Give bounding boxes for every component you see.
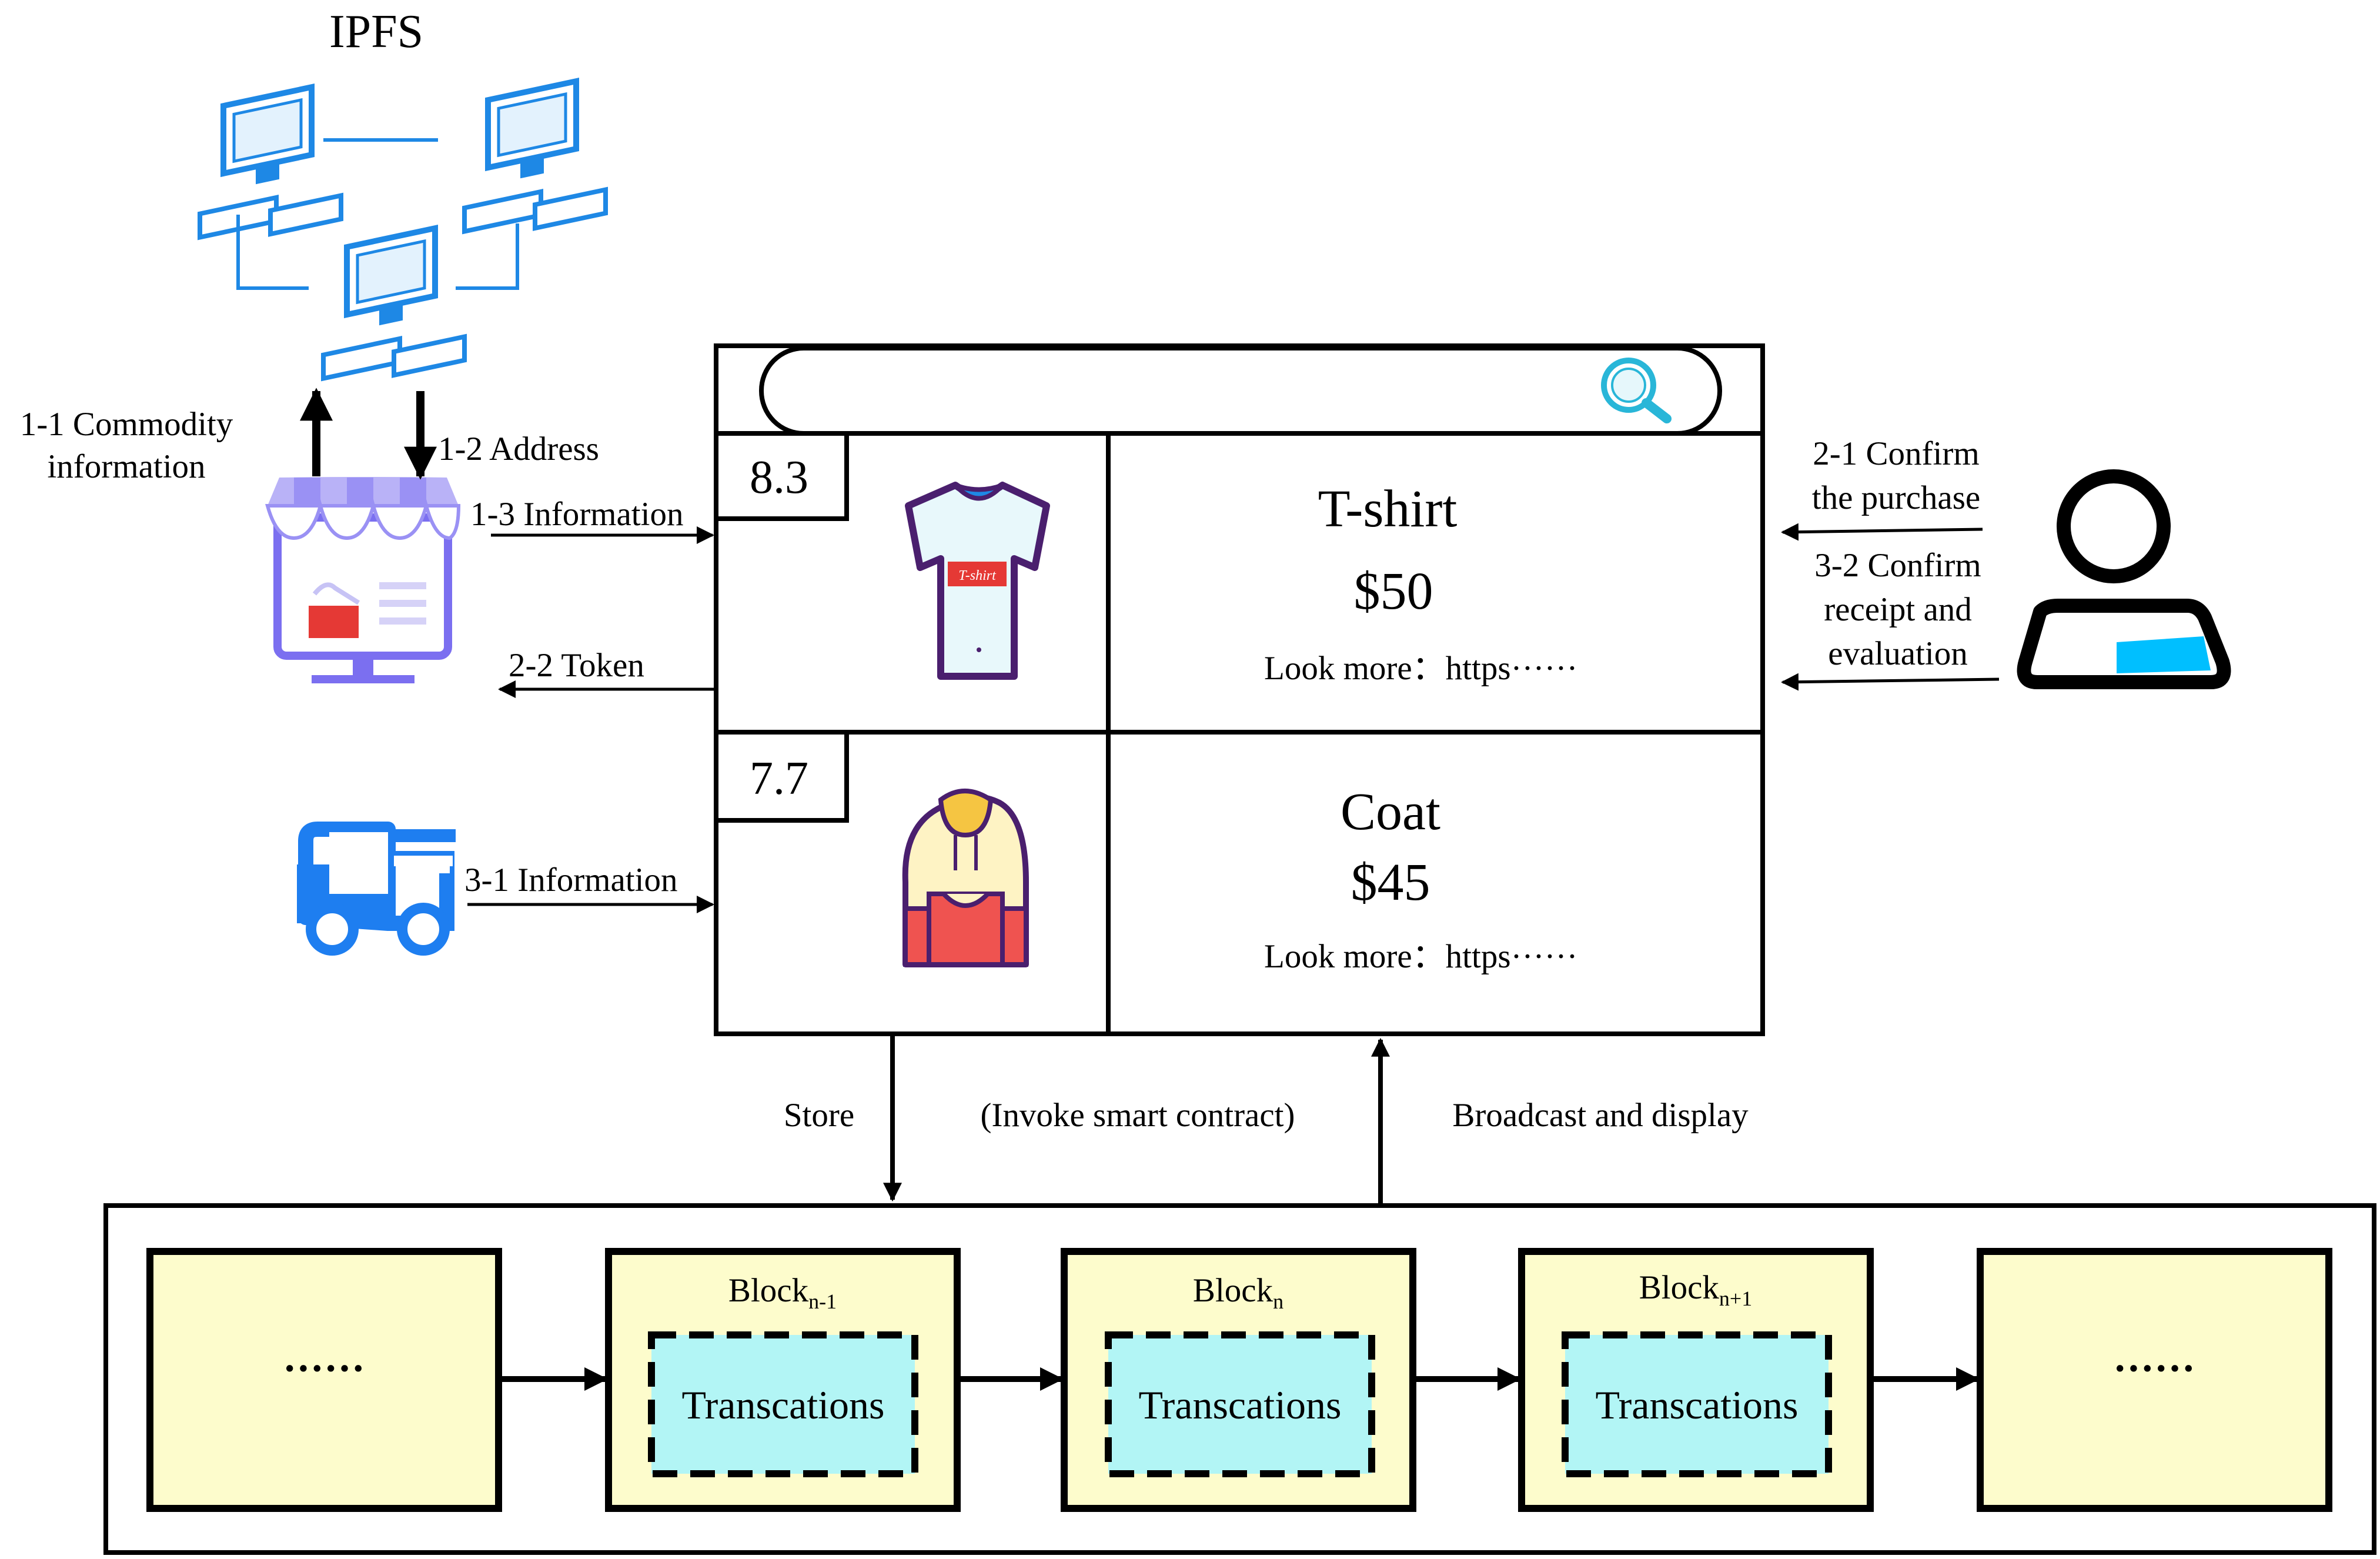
- store-label: Store: [784, 1097, 854, 1134]
- block-n-plus-1: Blockn+1 Transcations: [1518, 1248, 1874, 1512]
- block-label: Block: [1193, 1272, 1273, 1309]
- marketplace-window: 8.3 T-shirt T-shirt $50 Look more：https·…: [714, 343, 1765, 1036]
- tshirt-icon: T-shirt: [905, 482, 1050, 680]
- product-score: 7.7: [750, 753, 808, 804]
- info-1-3-label: 1-3 Information: [470, 496, 683, 533]
- invoke-label: (Invoke smart contract): [981, 1097, 1295, 1134]
- product-score: 8.3: [750, 452, 808, 503]
- commodity-info-label-2: information: [47, 448, 205, 485]
- search-icon[interactable]: [1601, 358, 1672, 423]
- block-label: Block: [1639, 1269, 1720, 1306]
- confirm-purchase-arrow: [1781, 523, 1983, 541]
- address-label: 1-2 Address: [438, 430, 599, 468]
- block-n: Blockn Transcations: [1061, 1248, 1416, 1512]
- block-label: Block: [728, 1272, 809, 1309]
- confirm-receipt-label-2: receipt and: [1824, 591, 1972, 628]
- computer-icon: [200, 81, 341, 249]
- ipfs-network: IPFS: [200, 6, 606, 390]
- block-subscript: n+1: [1719, 1287, 1752, 1310]
- ellipsis: ······: [283, 1346, 365, 1391]
- hoodie-icon: [902, 789, 1029, 967]
- product-name: T-shirt: [1318, 480, 1458, 538]
- tshirt-print-text: T-shirt: [958, 568, 997, 583]
- network-link: [236, 215, 309, 290]
- product-link[interactable]: Look more：https······: [1264, 650, 1577, 687]
- token-label: 2-2 Token: [509, 647, 644, 684]
- product-link[interactable]: Look more：https······: [1264, 938, 1577, 975]
- blockchain: ······ Blockn-1 Transcations Blockn Tran…: [103, 1203, 2376, 1555]
- transactions-label: Transcations: [681, 1383, 884, 1427]
- svg-text:Blockn: Blockn: [1193, 1272, 1283, 1313]
- computer-icon: [464, 75, 606, 243]
- truck-icon: [297, 822, 456, 956]
- confirm-receipt-label-3: evaluation: [1828, 635, 1967, 672]
- product-price: $50: [1354, 562, 1433, 620]
- user-icon: [2017, 469, 2231, 689]
- block-ellipsis-start: [146, 1248, 502, 1512]
- ellipsis: ······: [2113, 1346, 2195, 1391]
- block-subscript: n-1: [808, 1290, 837, 1313]
- computer-icon: [323, 222, 464, 390]
- confirm-receipt-arrow: [1781, 673, 2000, 691]
- ipfs-title: IPFS: [329, 6, 423, 58]
- confirm-purchase-label-1: 2-1 Confirm: [1813, 435, 1979, 472]
- product-card-coat[interactable]: 7.7 Coat $45 Look more：https······: [714, 730, 1577, 975]
- commodity-info-label-1: 1-1 Commodity: [20, 406, 233, 443]
- confirm-receipt-label-1: 3-2 Confirm: [1814, 547, 1981, 584]
- network-link: [456, 223, 519, 290]
- block-ellipsis-end: [1977, 1248, 2332, 1512]
- confirm-purchase-label-2: the purchase: [1812, 479, 1980, 516]
- block-subscript: n: [1273, 1290, 1283, 1313]
- svg-text:Blockn+1: Blockn+1: [1639, 1269, 1752, 1310]
- search-bar[interactable]: [759, 346, 1722, 436]
- product-price: $45: [1351, 853, 1430, 912]
- broadcast-label: Broadcast and display: [1452, 1097, 1749, 1134]
- block-n-minus-1: Blockn-1 Transcations: [605, 1248, 961, 1512]
- svg-text:Blockn-1: Blockn-1: [728, 1272, 837, 1313]
- info-3-1-label: 3-1 Information: [464, 862, 677, 899]
- transactions-label: Transcations: [1595, 1383, 1798, 1427]
- store-icon: [265, 477, 461, 683]
- transactions-label: Transcations: [1138, 1383, 1341, 1427]
- product-name: Coat: [1341, 783, 1440, 841]
- product-card-tshirt[interactable]: 8.3 T-shirt T-shirt $50 Look more：https·…: [714, 431, 1577, 687]
